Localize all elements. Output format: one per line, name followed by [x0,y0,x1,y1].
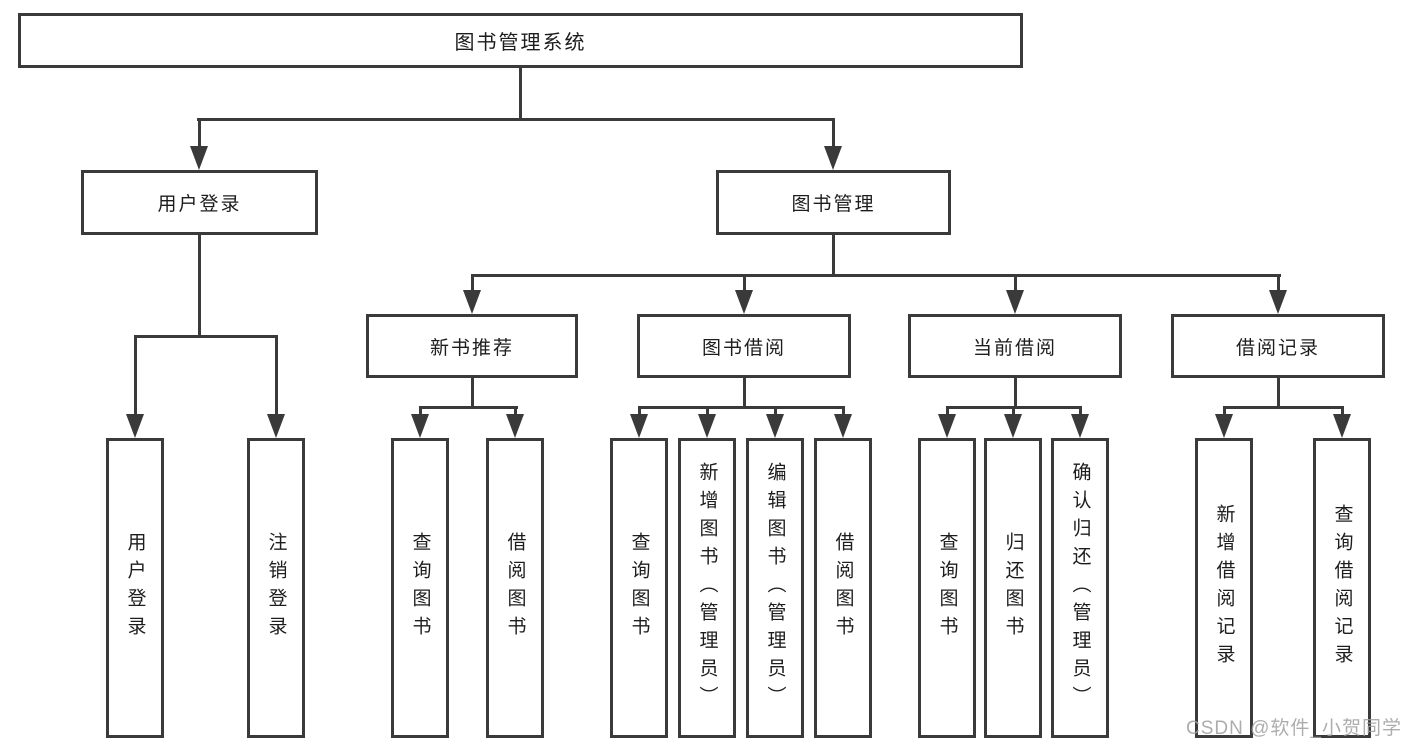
connector-line [471,274,474,292]
leaf-label: 归还图书 [1002,532,1024,644]
leaf-label: 确认归还（管理员） [1069,462,1091,714]
connector-line [134,335,137,416]
connector-line [1223,406,1344,409]
arrow-down-icon [824,146,842,170]
leaf-label: 查询图书 [936,532,958,644]
leaf-label: 借阅图书 [504,532,526,644]
connector-line [1341,406,1344,416]
connector-line [1277,274,1280,292]
connector-line [197,118,835,121]
connector-line [1223,406,1226,416]
arrow-down-icon [126,414,144,438]
leaf-label: 借阅图书 [832,532,854,644]
leaf-confirm-return-admin: 确认归还（管理员） [1051,438,1109,738]
connector-line [198,235,201,337]
connector-line [1079,406,1082,416]
connector-line [832,118,835,148]
connector-line [842,406,845,416]
connector-line [275,335,278,416]
connector-line [946,406,949,416]
leaf-query-books-borrow: 查询图书 [610,438,668,738]
node-library-management-system: 图书管理系统 [18,13,1023,68]
leaf-query-books-recommend: 查询图书 [391,438,449,738]
leaf-borrow-books: 借阅图书 [814,438,872,738]
node-book-borrowing: 图书借阅 [637,314,851,378]
leaf-label: 查询图书 [409,532,431,644]
leaf-edit-books-admin: 编辑图书（管理员） [746,438,804,738]
arrow-down-icon [1071,414,1089,438]
connector-line [471,378,474,408]
connector-line [1014,378,1017,408]
arrow-down-icon [630,414,648,438]
arrow-down-icon [411,414,429,438]
connector-line [743,274,746,292]
leaf-borrow-books-recommend: 借阅图书 [486,438,544,738]
leaf-logout: 注销登录 [247,438,305,738]
connector-line [638,406,641,416]
node-user-login: 用户登录 [81,170,318,235]
node-current-borrowing: 当前借阅 [908,314,1122,378]
arrow-down-icon [1269,290,1287,314]
leaf-label: 查询借阅记录 [1331,504,1353,672]
arrow-down-icon [1333,414,1351,438]
arrow-down-icon [1215,414,1233,438]
leaf-label: 查询图书 [628,532,650,644]
arrow-down-icon [463,290,481,314]
arrow-down-icon [1004,414,1022,438]
arrow-down-icon [267,414,285,438]
leaf-return-books: 归还图书 [984,438,1042,738]
connector-line [519,68,522,121]
connector-line [1277,378,1280,408]
arrow-down-icon [735,290,753,314]
leaf-query-borrow-record: 查询借阅记录 [1313,438,1371,738]
connector-line [471,274,1281,277]
connector-line [419,406,422,416]
connector-line [832,235,835,276]
connector-line [743,378,746,408]
arrow-down-icon [698,414,716,438]
arrow-down-icon [506,414,524,438]
connector-line [1012,406,1015,416]
connector-line [774,406,777,416]
node-borrowing-records: 借阅记录 [1171,314,1385,378]
leaf-query-books-current: 查询图书 [918,438,976,738]
leaf-add-books-admin: 新增图书（管理员） [678,438,736,738]
leaf-add-borrow-record: 新增借阅记录 [1195,438,1253,738]
connector-line [514,406,517,416]
leaf-label: 编辑图书（管理员） [764,462,786,714]
leaf-label: 注销登录 [265,532,287,644]
leaf-label: 用户登录 [124,532,146,644]
node-new-book-recommendation: 新书推荐 [366,314,578,378]
node-book-management: 图书管理 [716,170,951,235]
leaf-label: 新增图书（管理员） [696,462,718,714]
arrow-down-icon [1006,290,1024,314]
arrow-down-icon [766,414,784,438]
connector-line [134,335,278,338]
connector-line [706,406,709,416]
leaf-user-login: 用户登录 [106,438,164,738]
connector-line [638,406,845,409]
arrow-down-icon [190,146,208,170]
arrow-down-icon [938,414,956,438]
connector-line [1014,274,1017,292]
arrow-down-icon [834,414,852,438]
csdn-watermark: CSDN @软件_小贺同学 [1186,718,1402,739]
connector-line [419,406,518,409]
connector-line [198,118,201,148]
leaf-label: 新增借阅记录 [1213,504,1235,672]
